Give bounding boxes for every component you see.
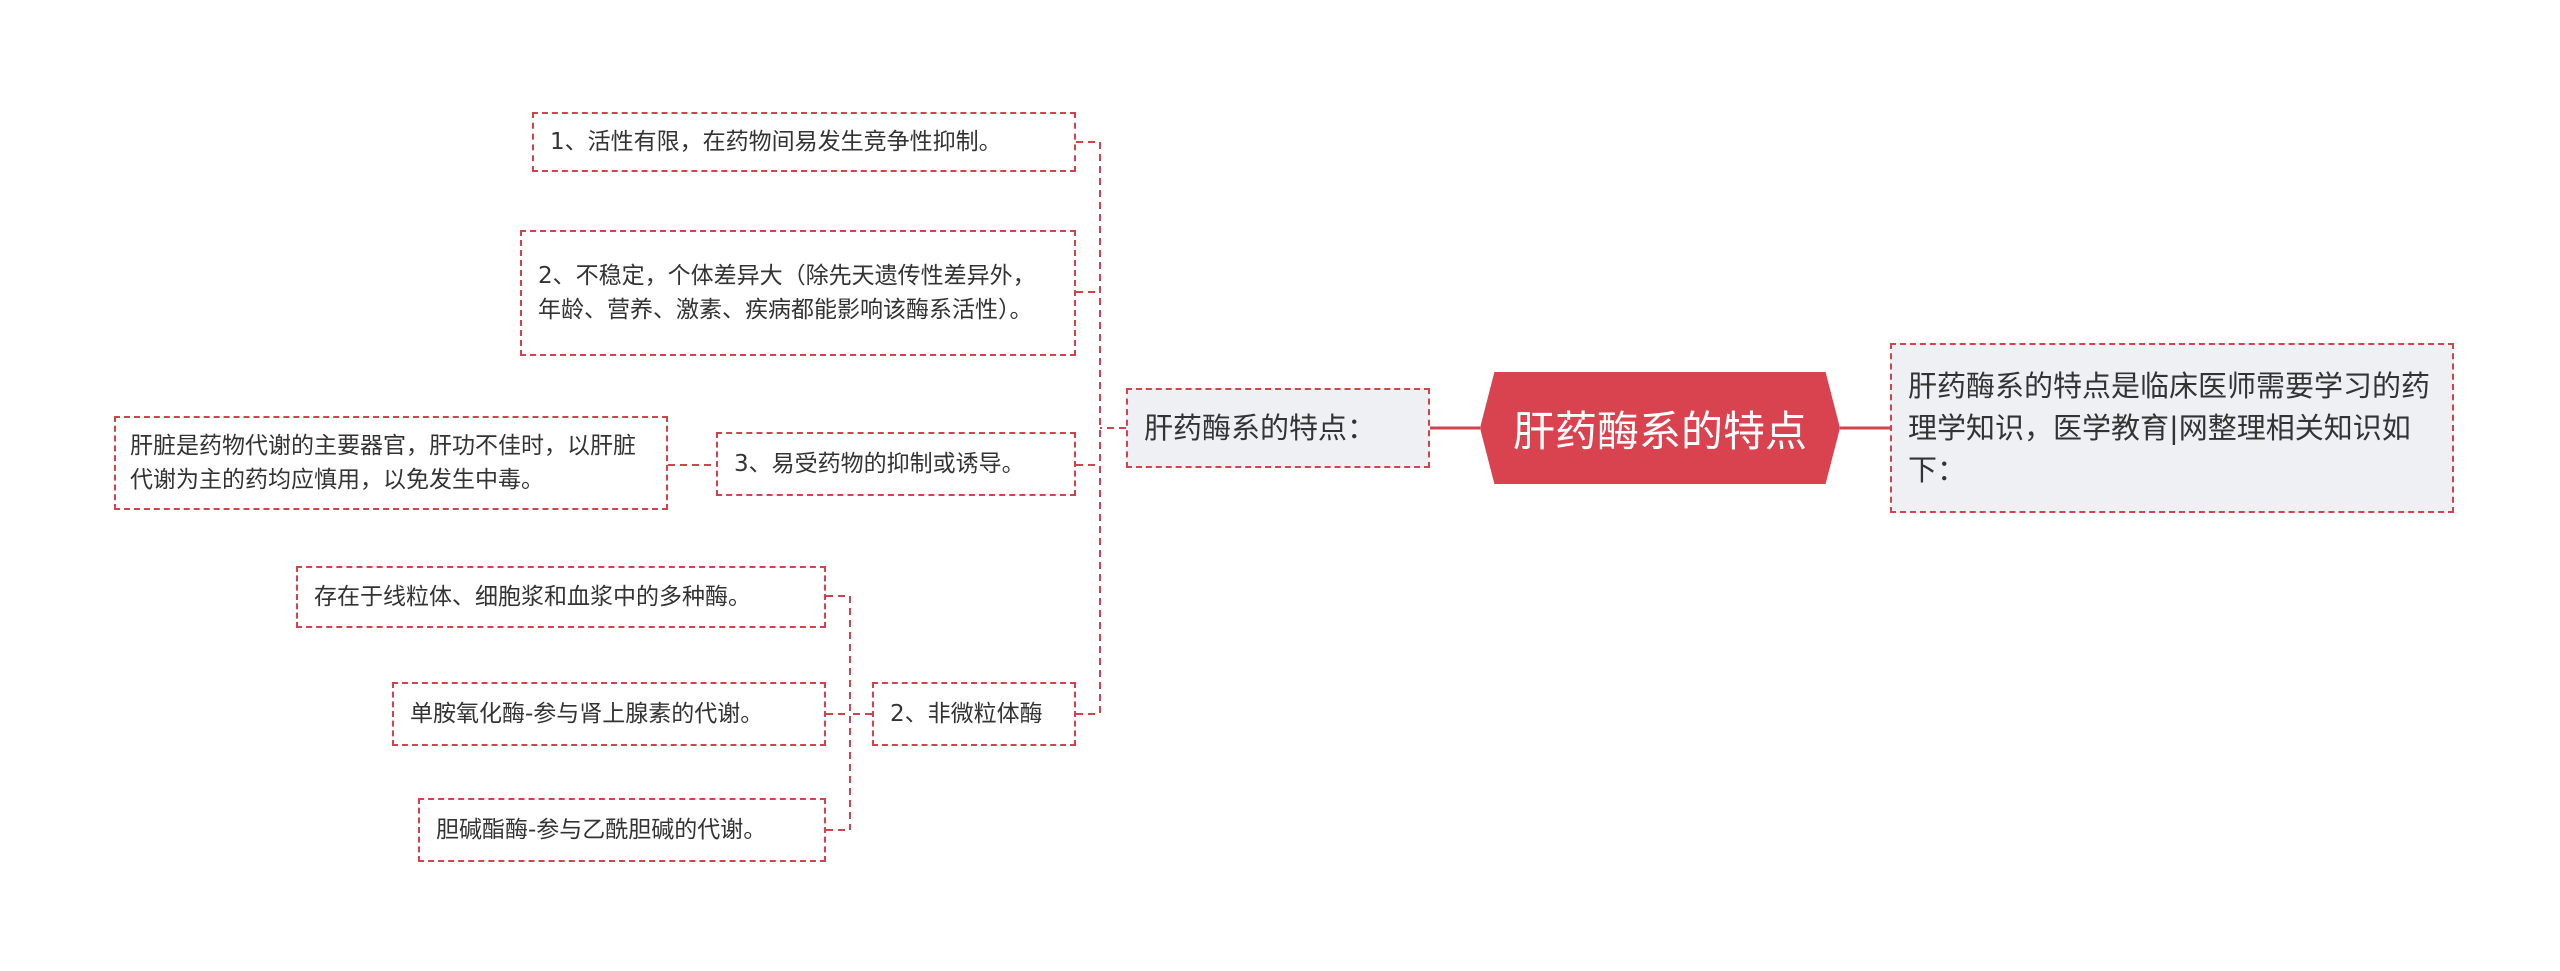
- item1-node[interactable]: 1、活性有限，在药物间易发生竞争性抑制。: [532, 112, 1076, 172]
- branch-label: 肝药酶系的特点：: [1144, 411, 1377, 445]
- item3-node[interactable]: 3、易受药物的抑制或诱导。: [716, 432, 1076, 496]
- item4-child-node[interactable]: 单胺氧化酶-参与肾上腺素的代谢。: [392, 682, 826, 746]
- item2-text: 2、不稳定，个体差异大（除先天遗传性差异外，年龄、营养、激素、疾病都能影响该酶系…: [538, 263, 1036, 323]
- right-note-text: 肝药酶系的特点是临床医师需要学习的药理学知识，医学教育|网整理相关知识如下：: [1908, 369, 2431, 487]
- item4-child-node[interactable]: 胆碱酯酶-参与乙酰胆碱的代谢。: [418, 798, 826, 862]
- item4-child-text: 存在于线粒体、细胞浆和血浆中的多种酶。: [314, 584, 751, 610]
- item4-text: 2、非微粒体酶: [890, 701, 1043, 727]
- item1-text: 1、活性有限，在药物间易发生竞争性抑制。: [550, 129, 1002, 155]
- item3-text: 3、易受药物的抑制或诱导。: [734, 451, 1025, 477]
- right-note-node[interactable]: 肝药酶系的特点是临床医师需要学习的药理学知识，医学教育|网整理相关知识如下：: [1890, 343, 2454, 513]
- item4-node[interactable]: 2、非微粒体酶: [872, 682, 1076, 746]
- root-title: 肝药酶系的特点: [1512, 406, 1807, 456]
- item3-note-node[interactable]: 肝脏是药物代谢的主要器官，肝功不佳时，以肝脏代谢为主的药均应慎用，以免发生中毒。: [114, 416, 668, 510]
- item3-note-text: 肝脏是药物代谢的主要器官，肝功不佳时，以肝脏代谢为主的药均应慎用，以免发生中毒。: [130, 433, 636, 493]
- root-node[interactable]: 肝药酶系的特点: [1480, 372, 1840, 484]
- item4-child-text: 单胺氧化酶-参与肾上腺素的代谢。: [410, 701, 764, 727]
- branch-node[interactable]: 肝药酶系的特点：: [1126, 388, 1430, 468]
- item4-child-text: 胆碱酯酶-参与乙酰胆碱的代谢。: [436, 817, 767, 843]
- item4-child-node[interactable]: 存在于线粒体、细胞浆和血浆中的多种酶。: [296, 566, 826, 628]
- item2-node[interactable]: 2、不稳定，个体差异大（除先天遗传性差异外，年龄、营养、激素、疾病都能影响该酶系…: [520, 230, 1076, 356]
